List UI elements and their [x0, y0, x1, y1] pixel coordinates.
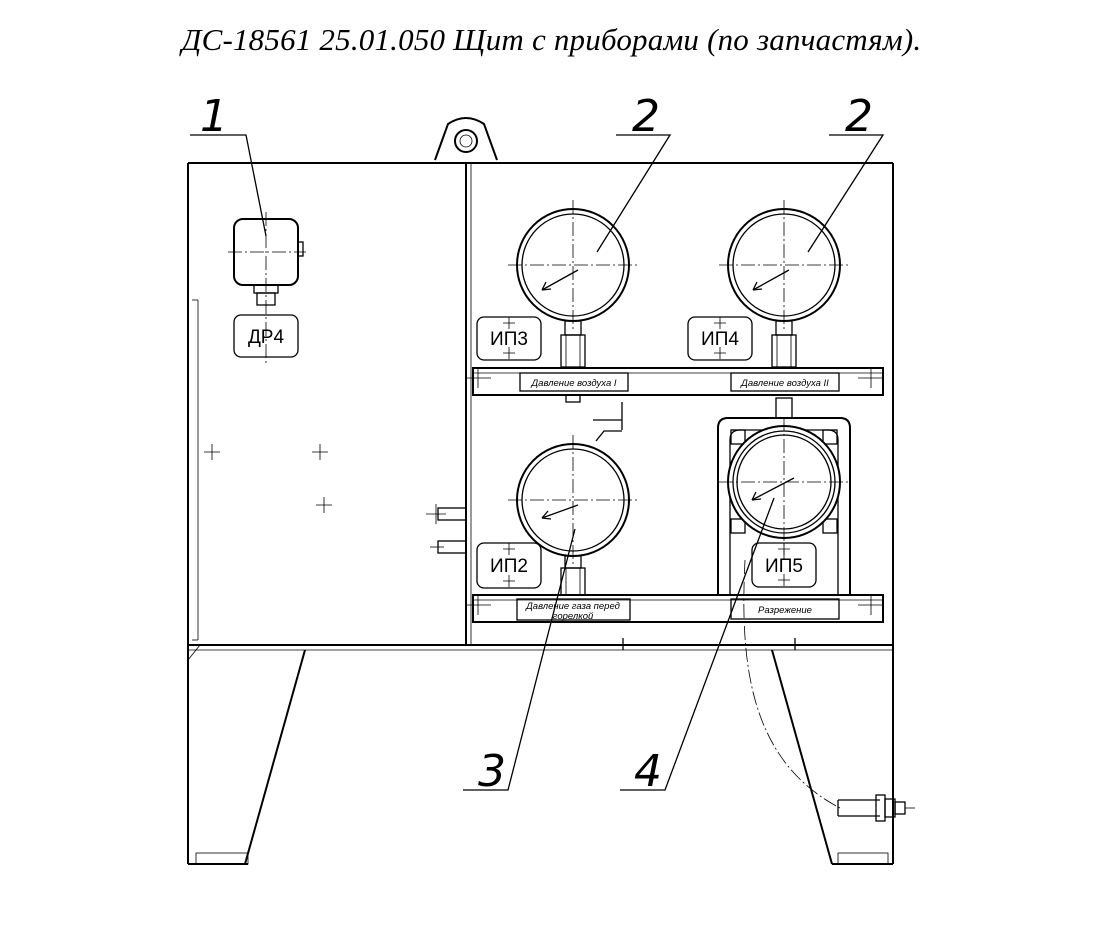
label-ip4: ИП4: [701, 329, 739, 350]
side-fittings: [426, 504, 467, 554]
gauge-ip4: [687, 200, 849, 368]
callout-2-right: 2: [845, 91, 873, 142]
gauge-ip2: [476, 402, 638, 596]
vacuum-gauge-ip5: [717, 397, 851, 595]
label-ip2: ИП2: [490, 556, 528, 577]
door-fastener-marks: [204, 444, 332, 513]
callout-1: 1: [200, 91, 228, 142]
strip-gas-pressure-line2: горелкой: [553, 611, 594, 622]
support-legs: [188, 649, 893, 865]
label-ip5: ИП5: [765, 556, 803, 577]
lower-shelf: [465, 594, 884, 650]
drawing-title: ДС-18561 25.01.050 Щит с приборами (по з…: [181, 22, 922, 57]
callout-4: 4: [634, 746, 662, 797]
panel-frame: [187, 162, 894, 864]
strip-vacuum: Разрежение: [758, 605, 812, 616]
strip-gas-pressure-line1: Давление газа перед: [525, 601, 620, 612]
strip-air-pressure-1: Давление воздуха I: [530, 378, 616, 389]
gauge-ip3: [476, 200, 638, 368]
upper-shelf: [465, 367, 884, 403]
label-dr4: ДР4: [248, 327, 285, 348]
leader-lines: [190, 134, 885, 791]
callout-3: 3: [478, 746, 506, 797]
strip-air-pressure-2: Давление воздуха II: [740, 378, 829, 389]
pressure-switch-dr4: [228, 212, 306, 365]
lifting-lug: [434, 117, 498, 161]
callout-2-left: 2: [632, 91, 660, 142]
impulse-tube: [743, 559, 915, 822]
label-ip3: ИП3: [490, 329, 528, 350]
